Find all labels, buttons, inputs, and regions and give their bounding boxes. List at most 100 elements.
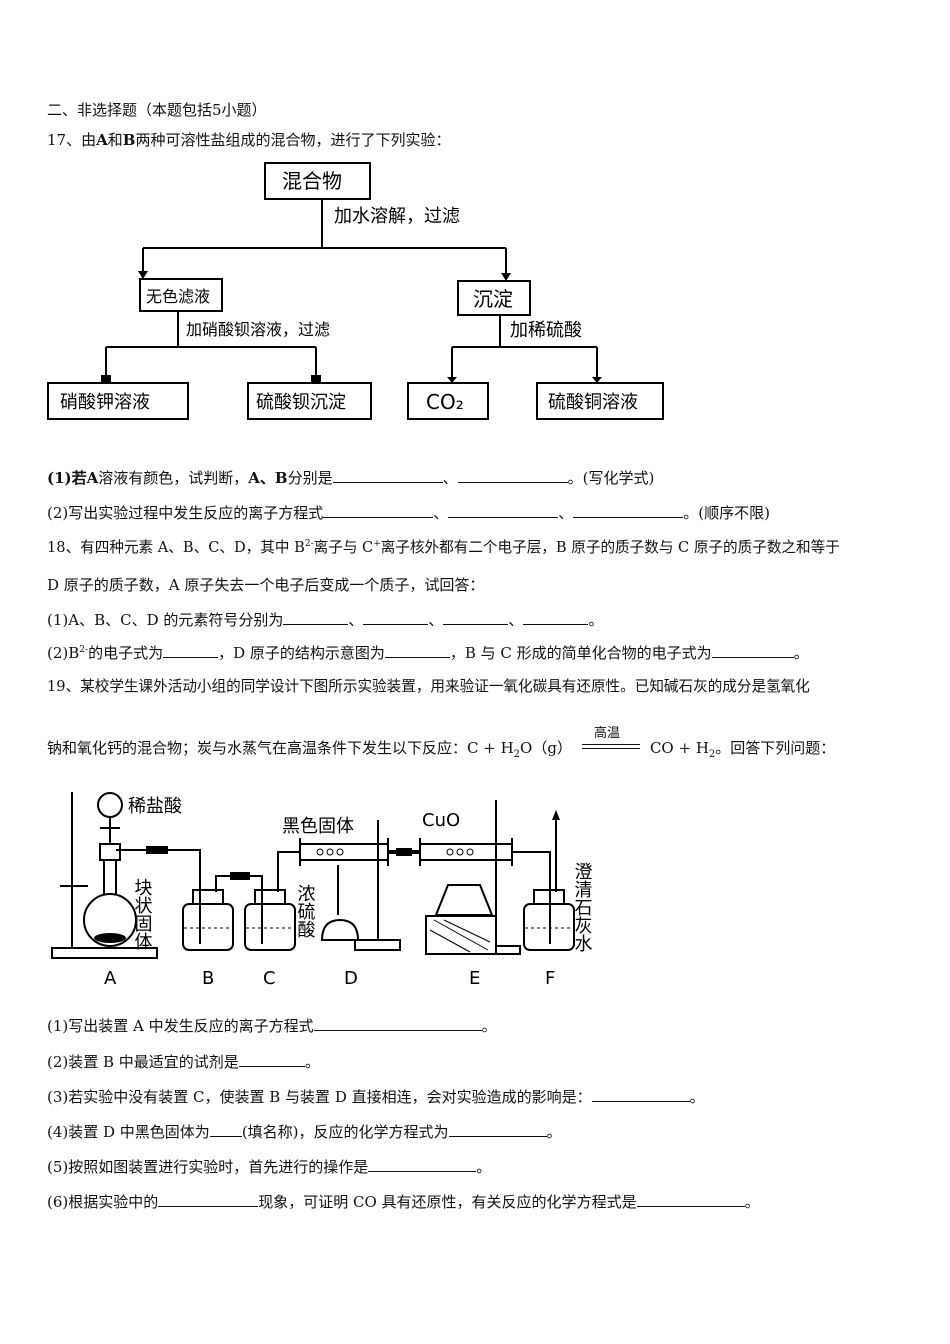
answer-blank[interactable] [448,1122,547,1137]
separator: 、 [428,611,444,629]
kno3-box [47,382,189,420]
q18-text: 离子与 C [313,539,374,556]
answer-blank[interactable] [163,643,219,658]
charge-superscript: 2- [304,539,314,549]
dilute-hcl-label: 稀盐酸 [128,796,182,817]
q19-p1-text: (1)写出装置 A 中发生反应的离子方程式 [47,1017,314,1035]
answer-blank[interactable] [573,503,684,518]
flame-icon [552,810,560,820]
q18-text: 18、有四种元素 A、B、C、D，其中 B [47,539,305,556]
q17-p1-end: 。(写化学式) [567,469,655,487]
q17-number: 17、由 [47,131,97,149]
q17-part1: (1)若A溶液有颜色，试判断，A、B分别是、。(写化学式) [47,468,654,488]
q17-p1-text2: 分别是 [287,469,333,487]
apparatus-c-label: C [263,968,276,989]
q19-p4-text: (4)装置 D 中黑色固体为 [47,1123,210,1141]
step1-label: 加水溶解，过滤 [334,206,460,227]
answer-blank[interactable] [636,1192,745,1207]
arrow-down-icon [592,377,602,383]
cuso4-box [536,382,664,420]
q19-p6-text2: 现象，可证明 CO 具有还原性，有关反应的化学方程式是 [258,1193,637,1211]
q17-p1-a: A [86,469,99,487]
q19-part2: (2)装置 B 中最适宜的试剂是 。 [47,1052,320,1072]
apparatus-b-label: B [202,968,214,989]
q17-substance-b: B [122,131,136,149]
q19-part3: (3)若实验中没有装置 C，使装置 B 与装置 D 直接相连，会对实验造成的影响… [47,1087,705,1107]
answer-blank[interactable] [158,1192,259,1207]
answer-blank[interactable] [523,610,589,625]
step3-label: 加稀硫酸 [510,320,582,341]
answer-blank[interactable] [457,468,568,483]
filtrate-label: 无色滤液 [146,287,210,306]
black-solid-label: 黑色固体 [282,816,354,837]
q19-line2: 钠和氧化钙的混合物；炭与水蒸气在高温条件下发生以下反应：C + H2O（g）高温… [47,726,835,760]
q19-part6: (6)根据实验中的 现象，可证明 CO 具有还原性，有关反应的化学方程式是 。 [47,1192,760,1212]
q18-text: 离子核外都有二个电子层，B 原子的质子数与 C 原子的质子数之和等于 [380,539,840,556]
answer-blank[interactable] [448,503,559,518]
separator: 、 [508,611,524,629]
q17-flowchart: 混合物 加水溶解，过滤 无色滤液 沉淀 加硝酸钡溶液，过滤 加稀硫酸 硝酸钾溶液… [47,162,664,420]
subscript: 2 [708,749,716,760]
arrow-down-icon [501,273,511,281]
answer-blank[interactable] [368,1157,477,1172]
charge-superscript: 2- [79,645,89,655]
q17-p2-end: 。(顺序不限) [683,504,770,522]
q18-p2-end: 。 [793,644,809,662]
answer-blank[interactable] [591,1087,690,1102]
arrow-down-icon [138,271,148,279]
answer-blank[interactable] [711,643,794,658]
q19-text: CO + H [649,739,709,757]
q17-substance-a: A [96,131,108,149]
q17-p1-number: (1)若 [47,469,87,487]
q19-p1-end: 。 [481,1017,497,1035]
q19-p2-text: (2)装置 B 中最适宜的试剂是 [47,1053,239,1071]
q18-p2-text: 的电子式为 [88,644,164,662]
q18-part2: (2)B2-的电子式为，D 原子的结构示意图为，B 与 C 形成的简单化合物的电… [47,643,809,663]
q19-p6-end: 。 [744,1193,760,1211]
filtrate-box [139,278,223,312]
answer-blank[interactable] [384,643,450,658]
reaction-arrow: 高温 [581,726,640,756]
q17-p1-ab: A、B [248,469,288,487]
answer-blank[interactable] [209,1122,242,1137]
q17-p2-text: (2)写出实验过程中发生反应的离子方程式 [47,504,324,522]
apparatus-a-label: A [104,968,117,989]
q19-text: O（g） [520,739,572,757]
q19-part1: (1)写出装置 A 中发生反应的离子方程式 。 [47,1016,497,1036]
q19-part5: (5)按照如图装置进行实验时，首先进行的操作是。 [47,1157,491,1177]
charge-superscript: + [373,539,381,549]
precipitate-box [457,280,531,316]
answer-blank[interactable] [283,610,349,625]
apparatus-e-label: E [469,968,480,989]
separator: 、 [558,504,574,522]
q19-p2-end: 。 [304,1053,320,1071]
baso4-label: 硫酸钡沉淀 [256,392,346,413]
separator: 、 [442,469,458,487]
q17-intro: 17、由A和B两种可溶性盐组成的混合物，进行了下列实验： [47,130,450,150]
q18-part1: (1)A、B、C、D 的元素符号分别为、、、。 [47,610,603,630]
q18-p1-end: 。 [588,611,604,629]
answer-blank[interactable] [332,468,443,483]
solid-label-1: 块状固体 [132,878,153,950]
co2-label: CO₂ [426,390,464,414]
baso4-box [247,382,372,420]
answer-blank[interactable] [313,1016,482,1031]
apparatus-f-label: F [545,968,555,989]
q18-p1-text: (1)A、B、C、D 的元素符号分别为 [47,611,284,629]
separator: 、 [433,504,449,522]
answer-blank[interactable] [323,503,434,518]
answer-blank[interactable] [238,1052,305,1067]
q18-line2: D 原子的质子数，A 原子失去一个电子后变成一个质子，试回答： [47,576,485,594]
q19-line1: 19、某校学生课外活动小组的同学设计下图所示实验装置，用来验证一氧化碳具有还原性… [47,678,810,695]
answer-blank[interactable] [363,610,429,625]
q17-intro-text: 两种可溶性盐组成的混合物，进行了下列实验： [135,131,451,149]
section-header: 二、非选择题（本题包括5小题） [47,101,267,119]
step2-label: 加硝酸钡溶液，过滤 [186,320,330,339]
answer-blank[interactable] [443,610,509,625]
q19-p6-text: (6)根据实验中的 [47,1193,159,1211]
q19-part4: (4)装置 D 中黑色固体为(填名称)，反应的化学方程式为。 [47,1122,562,1142]
q18-line1: 18、有四种元素 A、B、C、D，其中 B2-离子与 C+离子核外都有二个电子层… [47,538,840,558]
conc-acid-label: 浓硫酸 [295,884,316,938]
q19-p5-text: (5)按照如图装置进行实验时，首先进行的操作是 [47,1158,369,1176]
mixture-label: 混合物 [282,169,342,193]
